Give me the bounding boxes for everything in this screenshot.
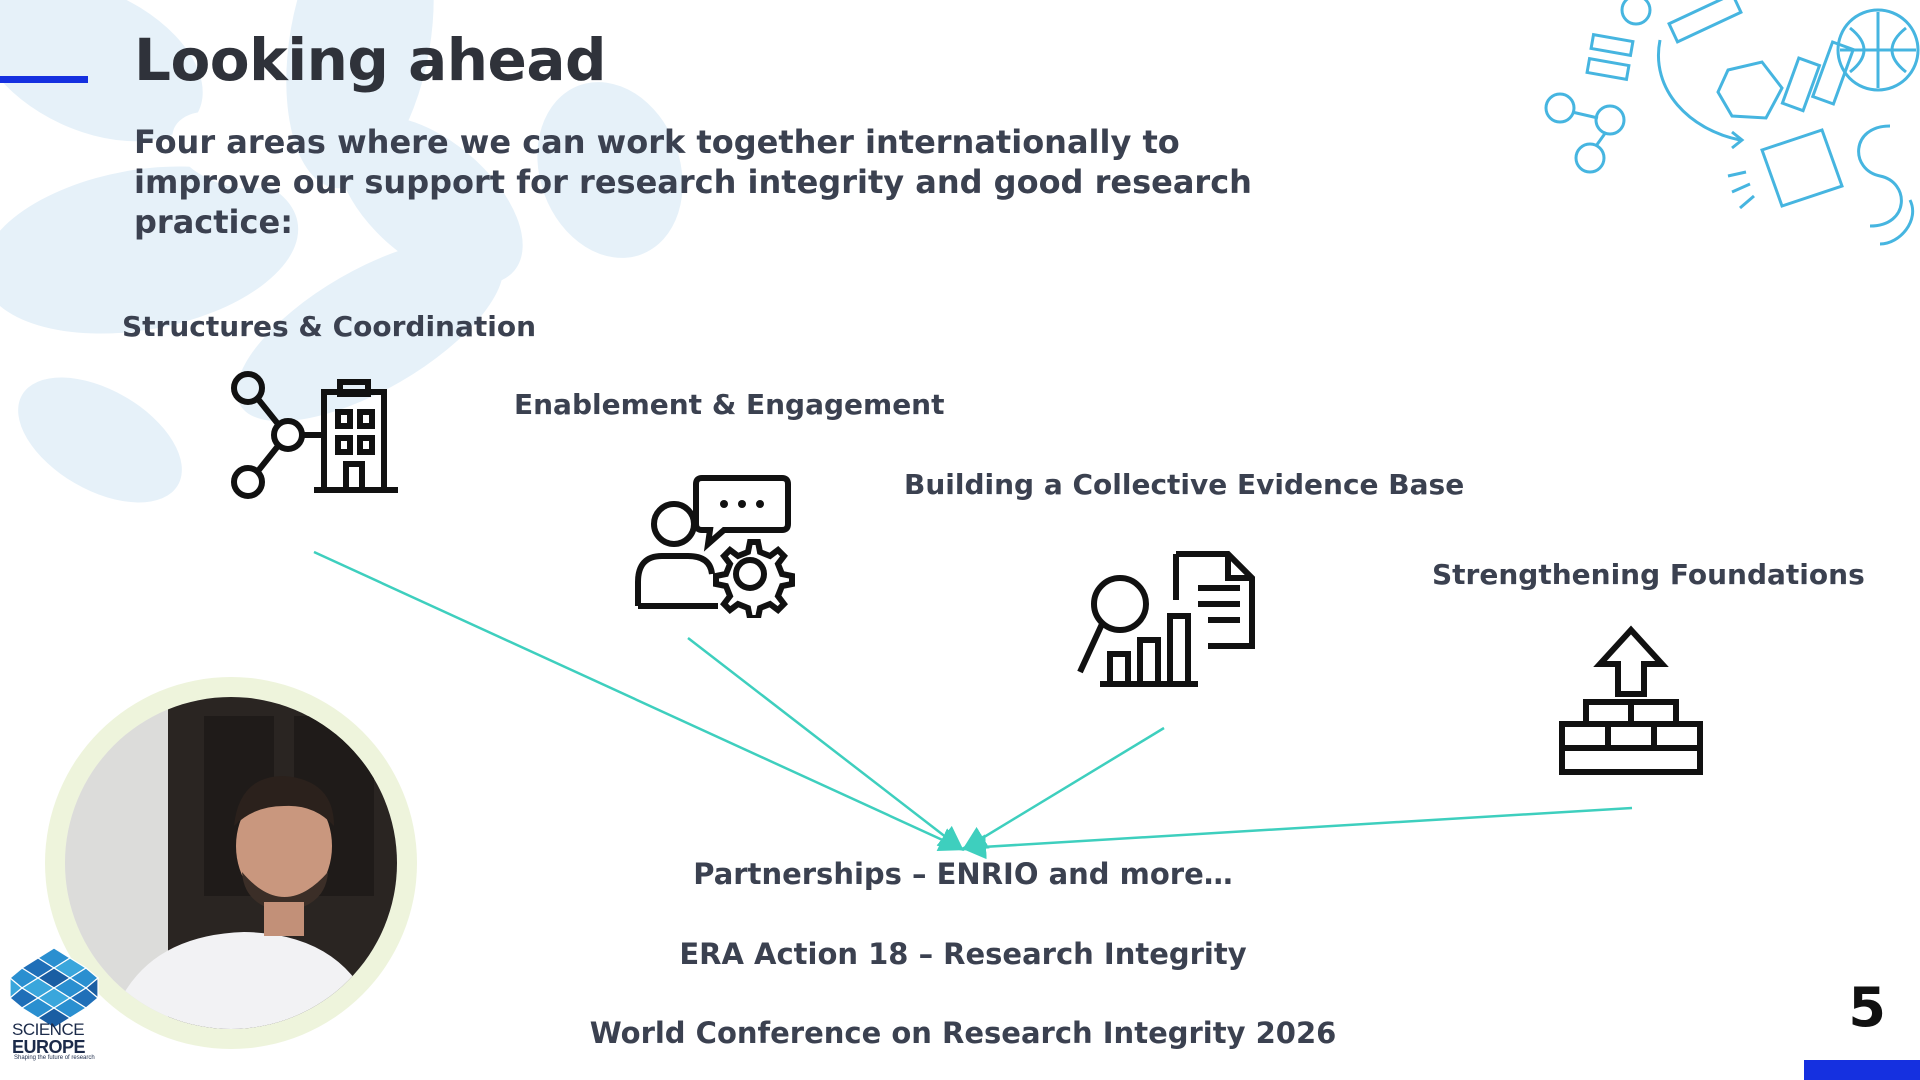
bottom-item-partnerships: Partnerships – ENRIO and more… <box>693 857 1233 891</box>
area-label-structures: Structures & Coordination <box>122 310 537 343</box>
bottom-item-era-action: ERA Action 18 – Research Integrity <box>679 937 1247 971</box>
slide-title: Looking ahead <box>134 26 607 94</box>
connector-enablement <box>687 637 964 852</box>
arrow-up-bricks-icon <box>1559 625 1703 775</box>
person-chat-gear-icon <box>635 475 795 618</box>
connector-foundations <box>961 806 1633 860</box>
logo-text-europe: EUROPE <box>12 1037 86 1057</box>
page-number: 5 <box>1848 976 1886 1039</box>
logo-tagline: Shaping the future of research <box>14 1055 95 1061</box>
connector-evidence <box>961 726 1165 851</box>
background-leaves-decoration <box>0 0 683 503</box>
slide-subtitle: Four areas where we can work together in… <box>134 123 1252 241</box>
bottom-item-world-conference: World Conference on Research Integrity 2… <box>589 1016 1337 1050</box>
title-accent-bar <box>0 76 88 83</box>
area-label-foundations: Strengthening Foundations <box>1432 558 1865 591</box>
logo-text-science: SCIENCE <box>12 1020 85 1039</box>
area-label-enablement: Enablement & Engagement <box>514 388 945 421</box>
magnifier-chart-document-icon <box>1077 551 1255 687</box>
network-building-icon <box>231 371 398 499</box>
presenter-webcam <box>45 677 417 1049</box>
bottom-accent-bar <box>1804 1060 1920 1080</box>
area-label-evidence: Building a Collective Evidence Base <box>904 468 1465 501</box>
connector-structures <box>313 550 965 852</box>
science-europe-logo-mark <box>9 947 99 1029</box>
corner-line-art-decoration <box>1544 0 1920 246</box>
